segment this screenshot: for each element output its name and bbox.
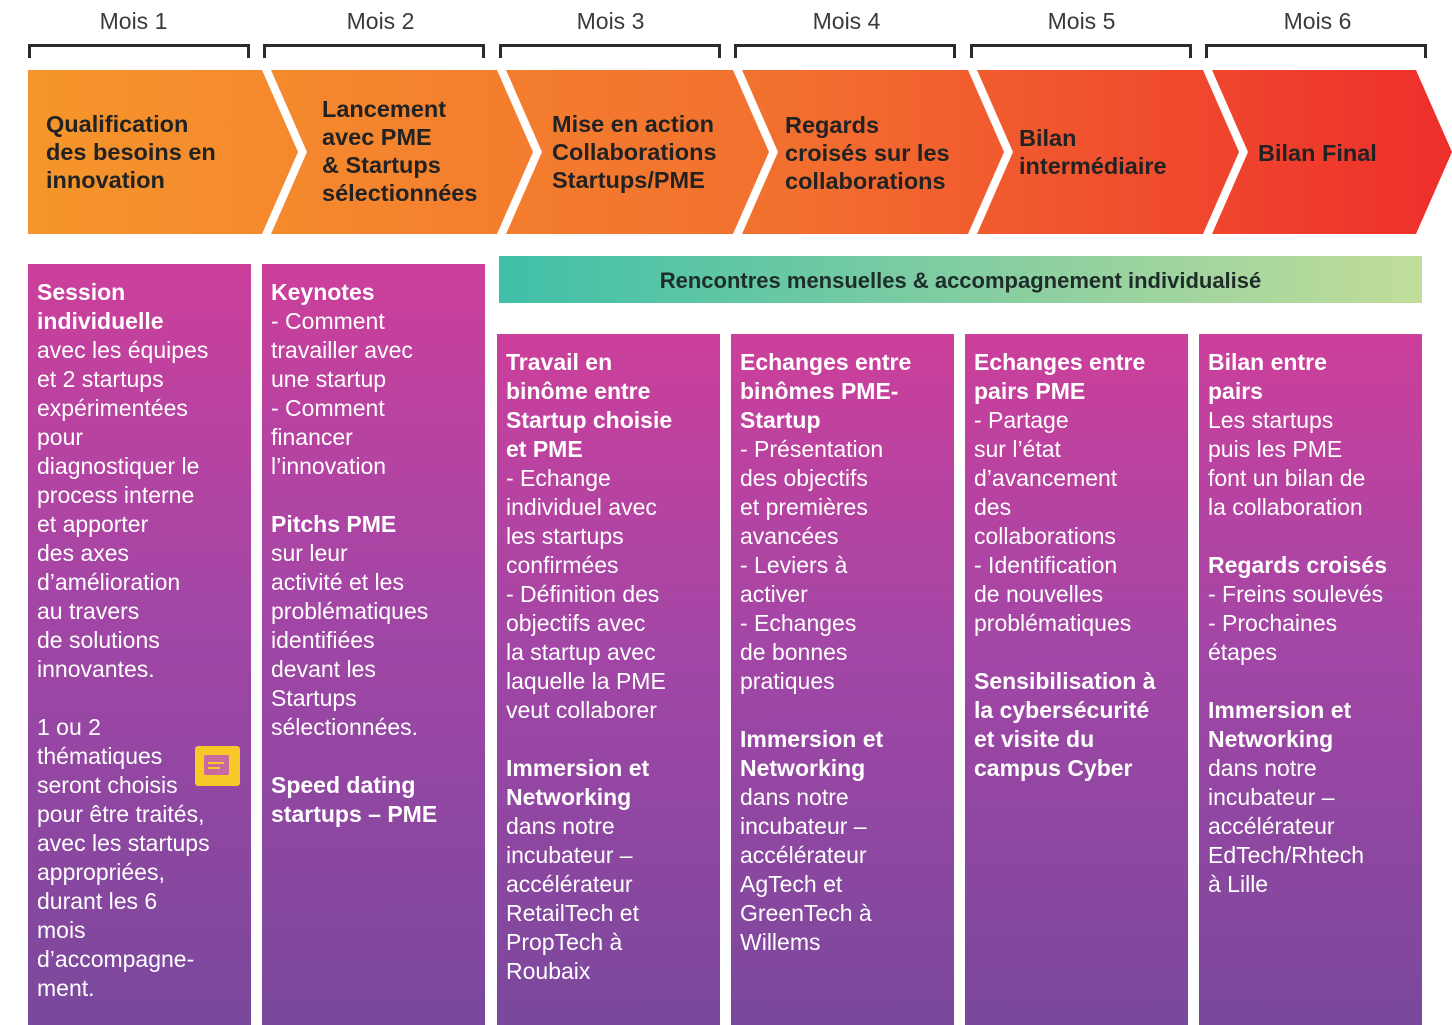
month-bracket-3 <box>499 44 721 58</box>
month-label-3: Mois 3 <box>576 8 645 34</box>
phase-label-6: Bilan Final <box>1258 140 1377 166</box>
phase-arrow-4 <box>742 70 1004 234</box>
month-label-5: Mois 5 <box>1047 8 1116 34</box>
phase-arrow-1 <box>28 70 298 234</box>
month-bracket-5 <box>970 44 1192 58</box>
month-bracket-2 <box>263 44 485 58</box>
phase-arrow-6 <box>1212 70 1452 234</box>
phase-arrow-2 <box>271 70 533 234</box>
month-label-4: Mois 4 <box>812 8 881 34</box>
month-bracket-6 <box>1205 44 1427 58</box>
month-label-2: Mois 2 <box>346 8 415 34</box>
phase-arrow-3 <box>506 70 769 234</box>
monthly-meetings-banner: Rencontres mensuelles & accompagnement i… <box>499 256 1422 303</box>
month-label-1: Mois 1 <box>99 8 168 34</box>
month-bracket-1 <box>28 44 250 58</box>
phase-arrow-5 <box>977 70 1239 234</box>
phase-arrow-band <box>28 70 1452 234</box>
month-bracket-4 <box>734 44 956 58</box>
month-label-6: Mois 6 <box>1283 8 1352 34</box>
cross-views-block: Regards croisés - Freins soulevés- Proch… <box>1208 552 1387 665</box>
comment-note-icon[interactable] <box>195 746 240 786</box>
